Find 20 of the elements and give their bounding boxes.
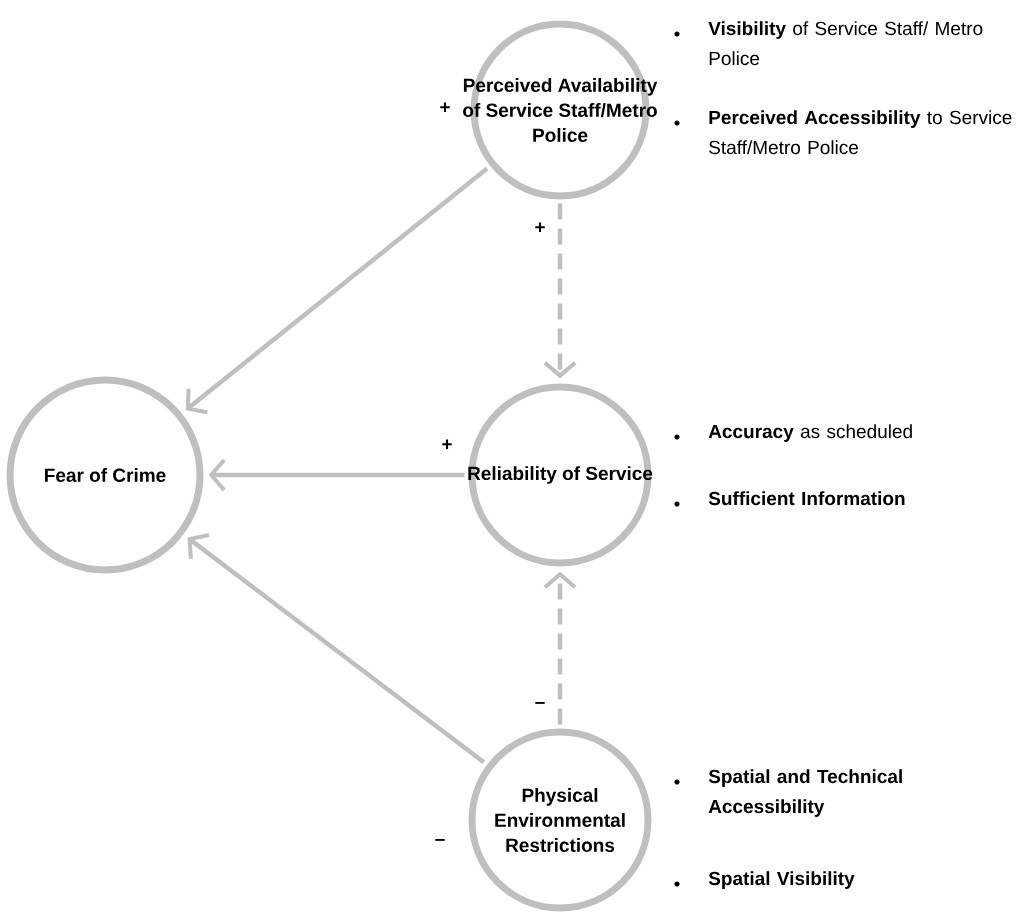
bullet-text: Perceived Accessibility to Service Staff/Metro Police	[709, 110, 1012, 155]
arrow	[187, 533, 486, 765]
bullet-text: Sufficient Information	[708, 491, 905, 506]
circle-node: Perceived Availability of Service Staff/Metro Police	[463, 20, 658, 200]
edge-label: +	[438, 101, 452, 115]
bullet-text: Visibility of Service Staff/ Metro Police	[708, 21, 983, 66]
arrow	[185, 166, 489, 415]
arrow	[543, 571, 577, 725]
edge-label: –	[433, 838, 447, 847]
arrow	[543, 203, 577, 379]
edge-label: –	[533, 701, 547, 710]
bullet-text: Spatial and Technical Accessibility	[708, 769, 902, 817]
bullet-text: Spatial Visibility	[708, 871, 855, 889]
bullet-text: Accuracy as scheduled	[708, 424, 912, 442]
edge-label: +	[533, 221, 547, 235]
arrow	[208, 458, 465, 492]
circle-node: Fear of Crime	[6, 376, 204, 574]
circle-node: Reliability of Service	[468, 383, 653, 567]
circle-node: Physical Environmental Restrictions	[468, 728, 652, 912]
edge-label: +	[440, 438, 454, 452]
